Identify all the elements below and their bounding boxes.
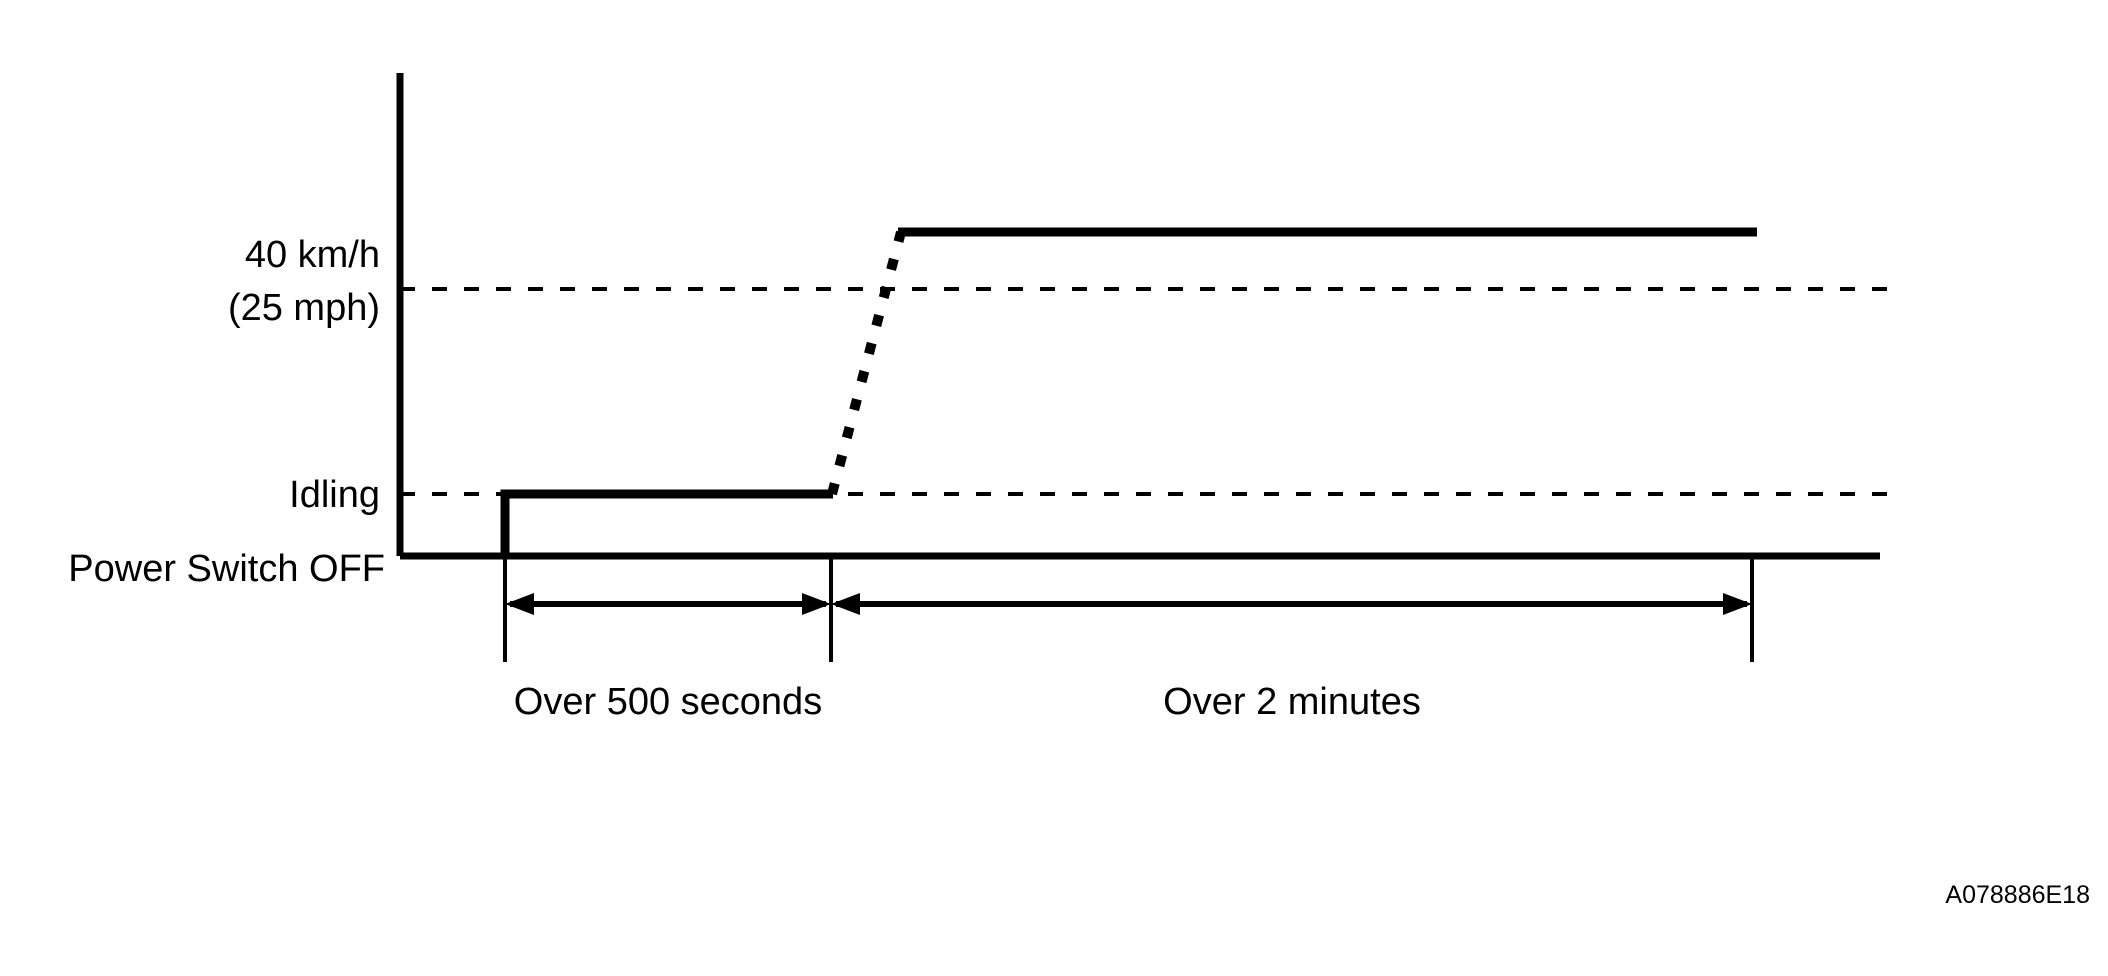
arrow-head-right-2	[1723, 593, 1752, 615]
y-label-idling: Idling	[289, 474, 380, 516]
y-label-40kmh-line2: (25 mph)	[228, 287, 380, 329]
y-label-40kmh-line1: 40 km/h	[245, 234, 380, 276]
dimension-label-phase-2: Over 2 minutes	[1163, 681, 1421, 723]
y-label-power-switch-off: Power Switch OFF	[68, 548, 385, 590]
speed-trace-idling-segment	[500, 489, 833, 558]
arrow-head-left-2	[831, 593, 860, 615]
figure-reference-code: A078886E18	[1945, 881, 2090, 909]
dimension-label-phase-1: Over 500 seconds	[514, 681, 822, 723]
arrow-head-left-1	[505, 593, 534, 615]
speed-trace-acceleration-ramp	[827, 230, 906, 496]
arrow-head-right-1	[802, 593, 831, 615]
